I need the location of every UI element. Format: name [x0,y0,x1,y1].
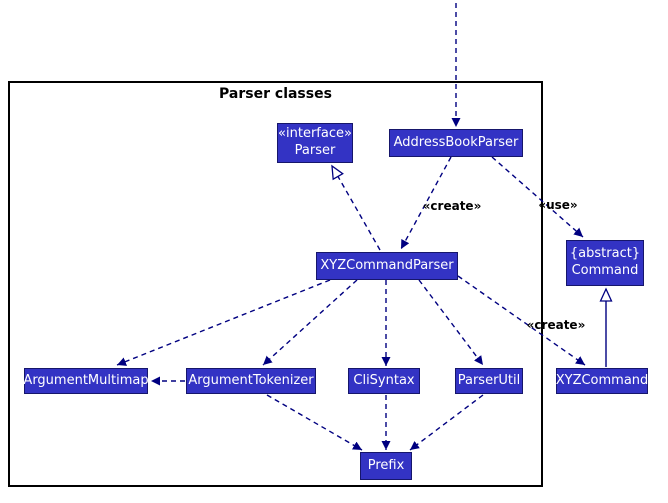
edge-label-use-command: «use» [538,198,578,212]
class-clisyntax: CliSyntax [348,368,420,394]
parser-classes-frame [8,81,543,487]
arrow-xyzcommandparser-implements-parser [332,166,381,251]
arrow-addressbookparser-uses-command [491,156,584,238]
arrow-xyzcommandparser-creates-xyzcommand [457,275,586,366]
edge-label-create-xyzcommandparser: «create» [422,199,482,213]
class-parser-stereotype: «interface» [278,126,352,142]
class-argumentmultimap: ArgumentMultimap [23,368,149,394]
arrow-xyzcommandparser-to-argumenttokenizer [262,279,358,366]
class-command-name: Command [571,263,639,278]
class-argumentmultimap-name: ArgumentMultimap [23,372,149,388]
arrow-argumenttokenizer-to-prefix [266,394,363,451]
arrow-parserutil-to-prefix [409,394,484,451]
diagram-frame-title: Parser classes [219,86,332,102]
class-command: {abstract} Command [566,240,644,286]
class-xyzcommand-name: XYZCommand [555,372,649,388]
class-clisyntax-name: CliSyntax [353,372,415,388]
class-xyzcommandparser-name: XYZCommandParser [320,257,454,273]
class-xyzcommand: XYZCommand [556,368,648,394]
class-command-stereotype: {abstract} [569,246,641,262]
class-addressbookparser: AddressBookParser [389,129,523,157]
class-argumenttokenizer: ArgumentTokenizer [186,368,316,394]
arrow-xyzcommandparser-to-argumentmultimap [116,279,331,366]
class-parser: «interface» Parser [277,123,353,163]
class-prefix-name: Prefix [367,457,405,473]
class-prefix: Prefix [360,452,412,480]
class-parser-name: Parser [294,143,336,158]
edge-label-create-xyzcommand: «create» [526,318,586,332]
class-parserutil: ParserUtil [455,368,523,394]
class-xyzcommandparser: XYZCommandParser [316,252,458,280]
arrow-xyzcommandparser-to-parserutil [418,279,484,366]
class-parserutil-name: ParserUtil [457,372,521,388]
class-addressbookparser-name: AddressBookParser [393,134,519,150]
class-argumenttokenizer-name: ArgumentTokenizer [188,372,314,388]
